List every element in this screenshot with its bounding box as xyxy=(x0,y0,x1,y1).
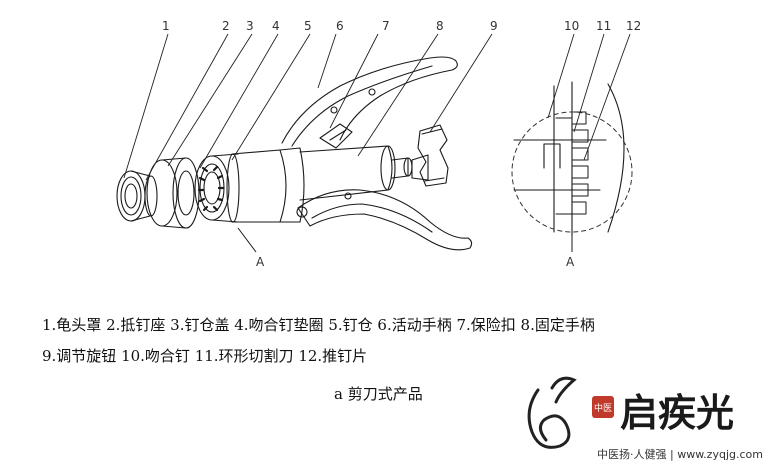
section-label-main: A xyxy=(256,255,265,269)
callout-5: 5 xyxy=(304,19,312,33)
seal-text: 中医 xyxy=(594,402,612,414)
movable-handle xyxy=(281,56,458,147)
leader-lines xyxy=(123,33,631,181)
main-shaft xyxy=(299,145,413,201)
parts-legend-line-1: 1.龟头罩 2.抵钉座 3.钉仓盖 4.吻合钉垫圈 5.钉仓 6.活动手柄 7.… xyxy=(42,316,595,334)
callout-3: 3 xyxy=(246,19,254,33)
adjust-knob xyxy=(411,124,449,187)
callout-12: 12 xyxy=(626,19,641,33)
detail-view xyxy=(513,81,625,237)
anvil xyxy=(146,157,200,229)
callout-6: 6 xyxy=(336,19,344,33)
lower-handle xyxy=(296,189,473,251)
callout-2: 2 xyxy=(222,19,230,33)
section-label-detail: A xyxy=(566,255,575,269)
section-line-main xyxy=(237,227,257,253)
watermark-logo: 中医 启疾光 xyxy=(527,376,734,449)
cartridge-body xyxy=(226,147,305,223)
head-cap xyxy=(116,170,158,222)
figure-caption: a 剪刀式产品 xyxy=(334,385,423,403)
parts-legend-line-2: 9.调节旋钮 10.吻合钉 11.环形切割刀 12.推钉片 xyxy=(42,347,368,365)
safety-catch xyxy=(319,123,353,149)
seal-stamp xyxy=(592,396,614,418)
cartridge-cap xyxy=(194,153,239,223)
callout-9: 9 xyxy=(490,19,498,33)
callout-11: 11 xyxy=(596,19,611,33)
callout-8: 8 xyxy=(436,19,444,33)
brand-text: 启疾光 xyxy=(620,390,734,435)
detail-circle xyxy=(511,111,633,233)
callout-1: 1 xyxy=(162,19,170,33)
callout-10: 10 xyxy=(564,19,579,33)
watermark-site: 中医扬·人健强 | www.zyqjg.com xyxy=(597,448,763,461)
callout-7: 7 xyxy=(382,19,390,33)
brush-stroke-mark xyxy=(527,376,577,449)
callout-4: 4 xyxy=(272,19,280,33)
